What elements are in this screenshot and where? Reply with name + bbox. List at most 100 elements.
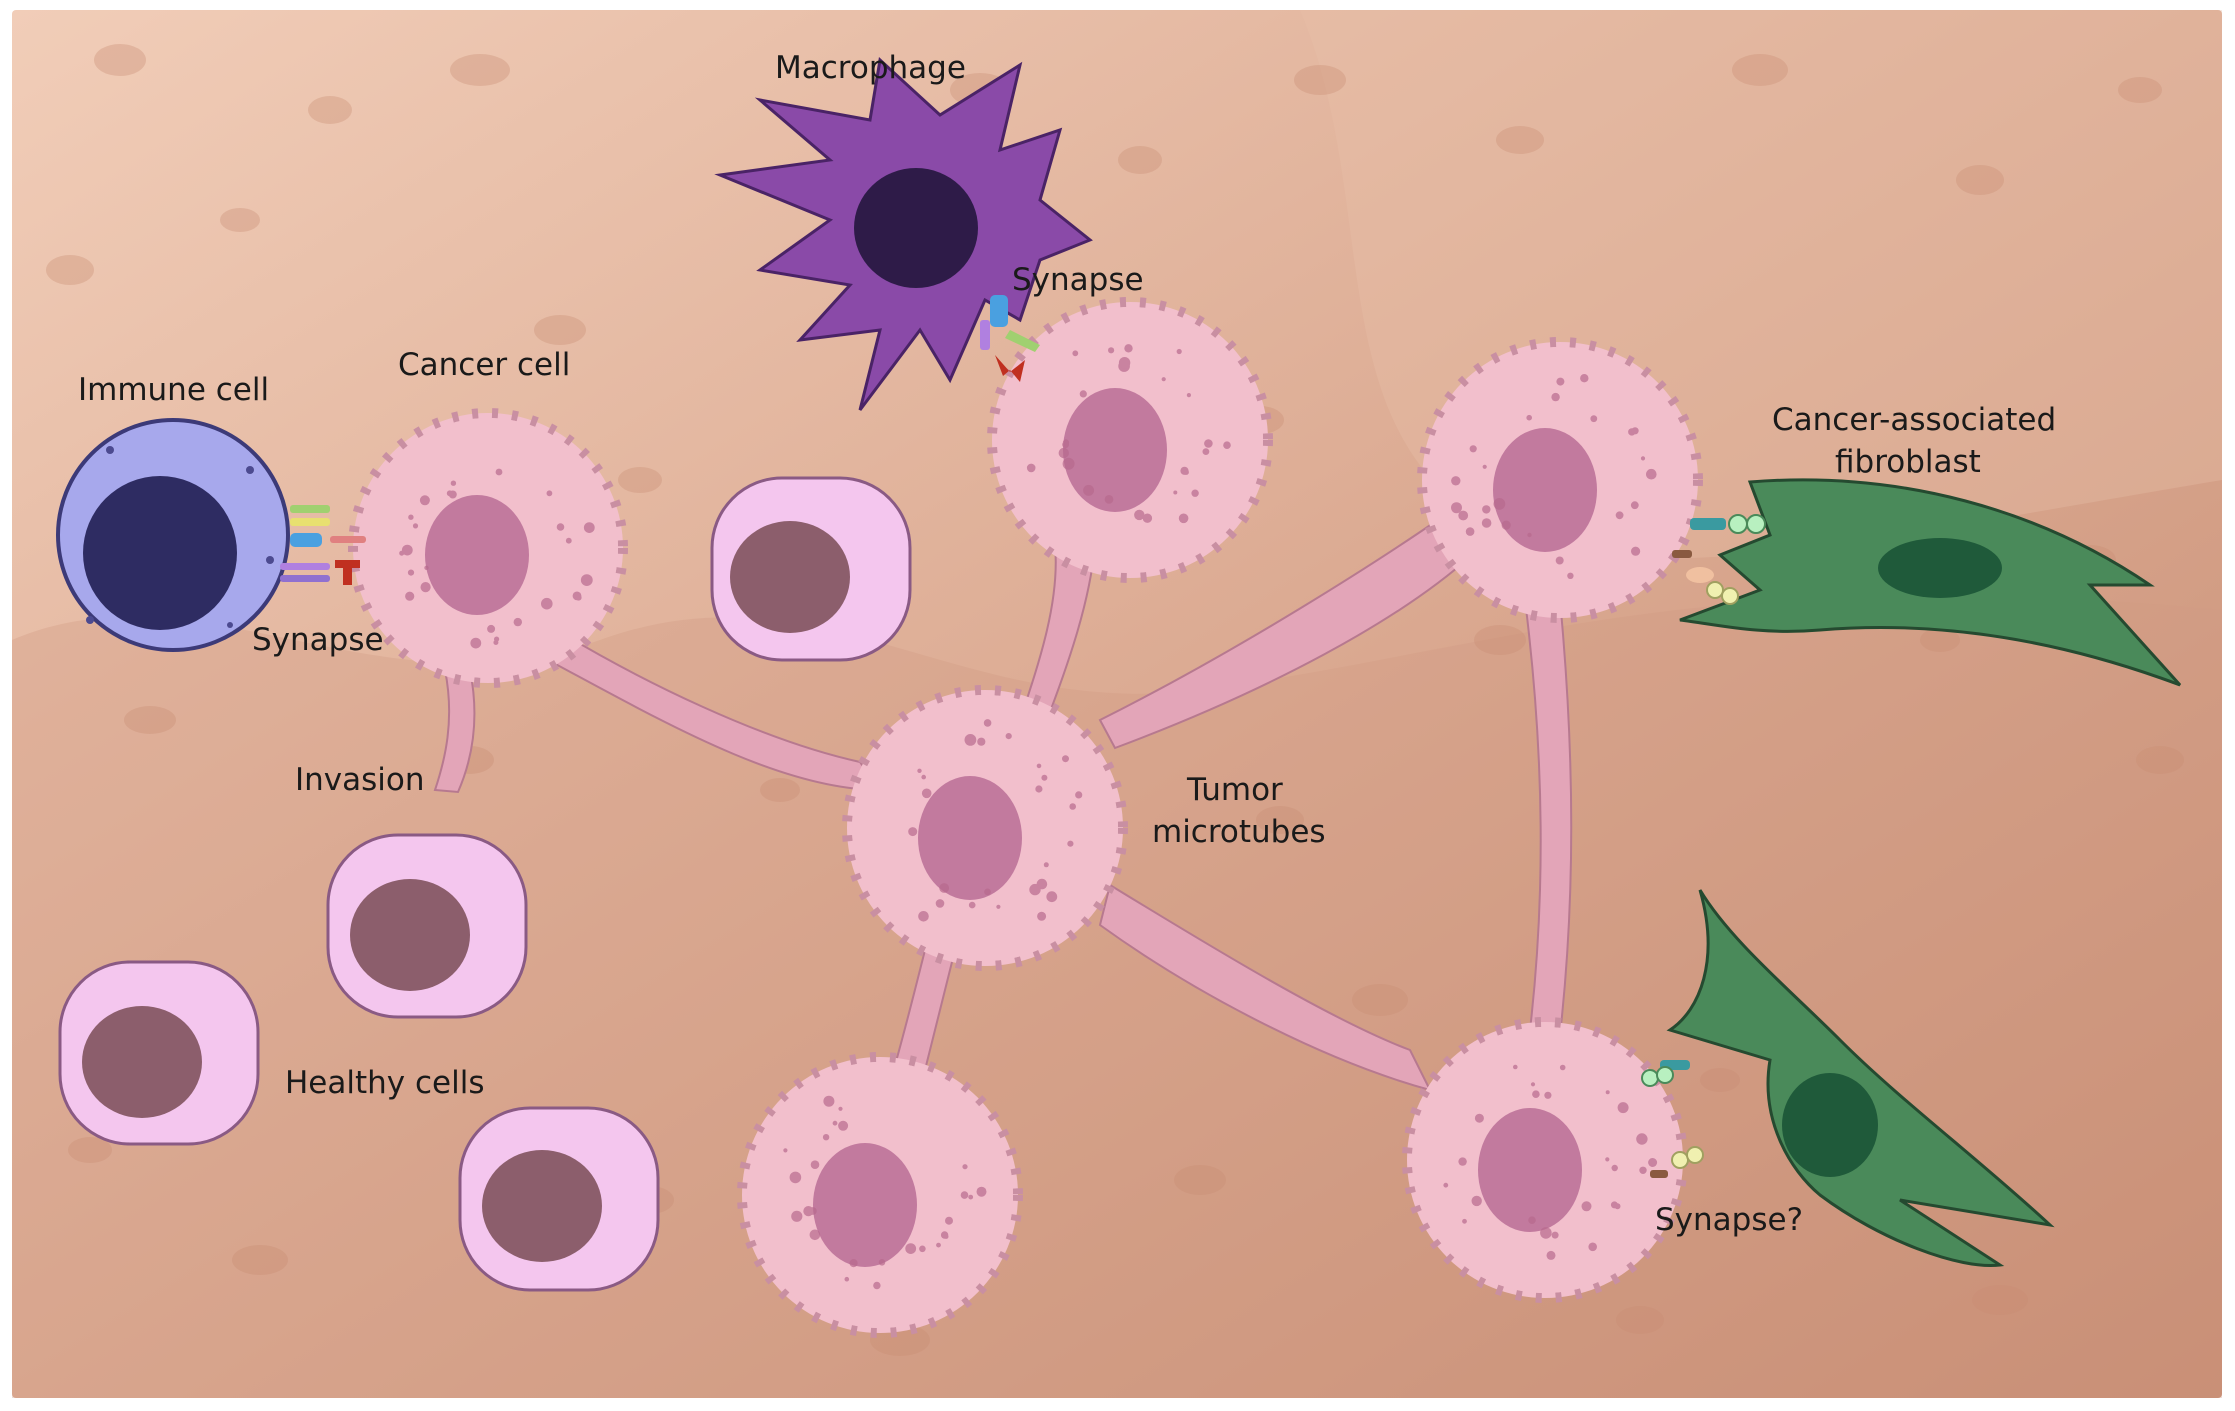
speckle <box>419 495 430 506</box>
speckle <box>405 591 415 601</box>
speckle <box>996 904 1001 909</box>
speckle <box>1588 1242 1597 1252</box>
speckle <box>1458 1157 1467 1166</box>
speckle <box>556 523 565 531</box>
speckle <box>1142 513 1153 523</box>
speckle <box>1648 1158 1658 1167</box>
speckle <box>1614 1203 1621 1210</box>
speckle <box>943 1234 949 1239</box>
speckle <box>1631 427 1639 435</box>
speckle <box>1526 414 1532 421</box>
speckle <box>789 1171 802 1184</box>
speckle <box>1036 763 1042 769</box>
cancer-cell <box>737 1052 1023 1338</box>
speckle <box>1183 469 1189 475</box>
speckle <box>1451 476 1461 486</box>
speckle <box>1556 377 1565 386</box>
healthy-cell <box>58 960 260 1146</box>
speckle <box>977 737 986 746</box>
speckle <box>1104 495 1114 504</box>
speckle <box>1161 377 1166 382</box>
cell-speckles <box>399 344 1658 1290</box>
speckle <box>935 899 945 908</box>
speckle <box>1640 456 1646 461</box>
speckle <box>810 1160 820 1169</box>
speckle <box>1005 733 1012 740</box>
speckle <box>873 1281 881 1290</box>
speckle <box>1528 1216 1536 1224</box>
speckle <box>1581 1201 1592 1212</box>
speckle <box>1062 457 1075 470</box>
speckle <box>838 1106 843 1111</box>
diagram-labels: Macrophage Synapse Immune cell Cancer ce… <box>78 50 2056 1238</box>
speckle <box>495 468 503 476</box>
speckle <box>844 1276 850 1282</box>
speckle <box>1493 498 1506 510</box>
cancer-cell <box>1417 337 1703 623</box>
speckle <box>1178 513 1189 524</box>
speckle <box>487 624 496 633</box>
speckle <box>1474 1113 1484 1123</box>
fibroblast-synapse-receptors <box>1641 514 1766 1178</box>
speckle <box>546 490 553 497</box>
healthy-cell <box>458 1106 660 1292</box>
label-caf-line1: Cancer-associated <box>1772 402 2056 438</box>
label-synapse-macrophage: Synapse <box>1012 262 1144 298</box>
speckle <box>968 901 976 909</box>
speckle <box>838 1120 849 1131</box>
speckle <box>1567 572 1574 579</box>
speckle <box>939 883 950 893</box>
speckle <box>1046 891 1058 903</box>
label-cancer-cell: Cancer cell <box>398 347 570 383</box>
speckle <box>1636 1133 1648 1145</box>
speckle <box>962 1164 968 1170</box>
speckle <box>1546 1250 1556 1260</box>
speckle <box>1462 1218 1467 1224</box>
speckle <box>1108 347 1115 354</box>
speckle <box>921 774 926 780</box>
fibroblast-lower <box>1666 889 2055 1268</box>
speckle <box>1605 1157 1610 1162</box>
speckle <box>1551 1231 1559 1239</box>
speckle <box>1124 344 1133 353</box>
speckle <box>849 1259 858 1268</box>
speckle <box>1191 489 1199 497</box>
speckle <box>905 1243 917 1254</box>
speckle <box>1134 509 1145 521</box>
speckle <box>1482 505 1491 514</box>
speckle <box>1559 1064 1566 1071</box>
speckle <box>1527 532 1532 538</box>
cancer-cells <box>348 297 1703 1338</box>
microtube-invasion <box>433 669 476 794</box>
speckle <box>1202 448 1210 455</box>
speckle <box>1611 1164 1618 1172</box>
label-caf-line2: fibroblast <box>1835 444 1981 480</box>
speckle <box>470 637 482 649</box>
speckle <box>809 1229 821 1241</box>
speckle <box>1083 484 1095 496</box>
label-tumor-microtubes-line1: Tumor <box>1186 772 1283 808</box>
speckle <box>917 768 922 773</box>
speckle <box>1173 490 1178 495</box>
speckle <box>407 569 415 576</box>
speckle <box>1544 1091 1552 1099</box>
immune-cell <box>56 418 290 652</box>
speckle <box>513 617 522 627</box>
healthy-cell <box>326 833 528 1019</box>
speckle <box>583 522 595 533</box>
speckle <box>960 1191 969 1199</box>
speckle <box>1617 1102 1629 1114</box>
label-healthy-cells: Healthy cells <box>285 1065 485 1101</box>
cancer-cell-central <box>842 685 1128 971</box>
speckle <box>1451 502 1462 514</box>
speckle <box>832 1120 838 1126</box>
healthy-cell <box>710 476 912 662</box>
label-synapse-question: Synapse? <box>1655 1202 1803 1238</box>
speckle <box>1118 357 1131 369</box>
speckle <box>791 1210 803 1222</box>
speckle <box>919 1245 926 1253</box>
cancer-cell <box>987 297 1273 583</box>
speckle <box>1530 1082 1536 1087</box>
speckle <box>945 1216 953 1225</box>
